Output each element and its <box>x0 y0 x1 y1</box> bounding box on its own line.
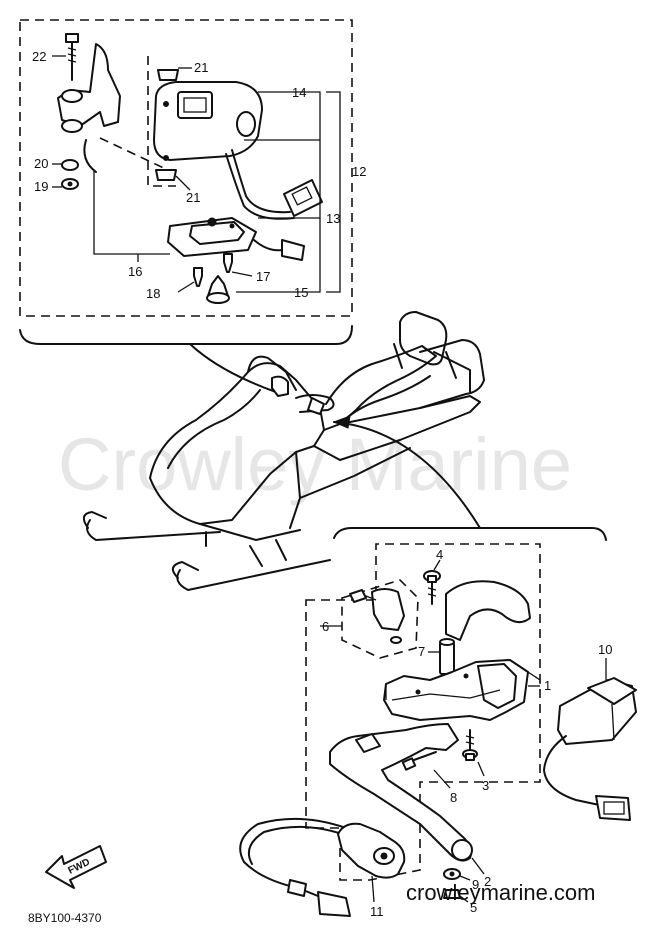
switch-base-top <box>189 221 245 245</box>
bottom-inset-frame <box>305 543 541 881</box>
bracket-line-12 <box>326 91 341 293</box>
screw-18 <box>193 267 203 287</box>
bolt-4 <box>423 570 441 605</box>
connector-upper <box>283 179 323 217</box>
tunnel <box>313 395 481 461</box>
callout-10: 10 <box>598 642 612 657</box>
top-inset-underline <box>19 325 353 345</box>
callout-5: 5 <box>470 900 477 915</box>
callout-22: 22 <box>32 49 46 64</box>
sensor-11 <box>337 822 406 879</box>
seat <box>325 345 437 425</box>
callout-4: 4 <box>436 547 443 562</box>
bracket-line-16a <box>93 170 170 255</box>
switch-10-connector <box>595 795 631 821</box>
screw-17 <box>223 253 233 273</box>
bracket-line-15 <box>236 218 321 293</box>
wire-lower <box>253 239 283 252</box>
ski-left-front <box>86 519 221 541</box>
callout-6: 6 <box>322 619 329 634</box>
ski-right <box>176 559 331 591</box>
top-inset: 22 20 19 21 21 14 12 13 15 16 17 18 <box>19 19 366 393</box>
screw-6 <box>349 589 367 603</box>
bottom-inset: 4 6 7 1 10 3 8 2 11 9 5 <box>239 527 637 919</box>
bracket-line-14 <box>244 91 321 141</box>
callout-15: 15 <box>294 285 308 300</box>
nut-5 <box>443 889 461 899</box>
callout-18: 18 <box>146 286 160 301</box>
switch-10-wire <box>543 735 605 807</box>
top-inset-frame <box>19 19 353 317</box>
callout-9: 9 <box>472 877 479 892</box>
callout-17: 17 <box>256 269 270 284</box>
callout-21-bottom: 21 <box>186 190 200 205</box>
top-inset-leader <box>189 343 277 393</box>
mounting-bracket <box>57 43 121 127</box>
sensor-11-connector <box>317 891 351 917</box>
callout-3: 3 <box>482 778 489 793</box>
throttle-cover <box>445 580 531 641</box>
backrest <box>399 311 448 366</box>
fwd-arrow: FWD <box>45 845 107 889</box>
diagram-code: 8BY100-4370 <box>28 911 102 925</box>
group-6-frame <box>341 579 419 659</box>
callout-12: 12 <box>352 164 366 179</box>
callout-2: 2 <box>484 874 491 889</box>
callout-20: 20 <box>34 156 48 171</box>
callout-19: 19 <box>34 179 48 194</box>
bracket-wire <box>83 139 97 173</box>
clamp-block <box>371 588 405 631</box>
grommet-21-bottom <box>155 169 177 181</box>
nut-20 <box>61 159 79 171</box>
pin-7 <box>439 641 455 675</box>
callout-16: 16 <box>128 264 142 279</box>
snowmobile-outline <box>82 311 485 591</box>
hood-line <box>167 389 261 469</box>
windshield <box>247 355 297 391</box>
grab-rail <box>419 339 485 409</box>
lever-knob <box>451 839 473 861</box>
grommet-21-top <box>157 69 179 81</box>
callout-21-top: 21 <box>194 60 208 75</box>
guide-line-b <box>99 137 169 171</box>
bottom-inset-overline <box>333 527 607 541</box>
handlebar-switch-marker <box>271 375 289 397</box>
bolt-3 <box>462 729 478 761</box>
callout-13: 13 <box>326 211 340 226</box>
fwd-arrow-icon <box>45 845 107 889</box>
ski-struts <box>249 539 287 567</box>
handlebar-leader <box>333 421 481 529</box>
callout-14: 14 <box>292 85 306 100</box>
sensor-11-cable <box>239 817 347 897</box>
wire-harness-a <box>231 149 291 214</box>
switch-button <box>177 91 213 119</box>
callout-7: 7 <box>418 644 425 659</box>
connector-lower <box>281 239 305 261</box>
website-text: crowleymarine.com <box>406 880 596 905</box>
throttle-lever-2 <box>329 723 473 862</box>
screw-8 <box>401 751 437 771</box>
bolt-22 <box>65 33 79 81</box>
callout-11: 11 <box>370 904 384 919</box>
callout-1: 1 <box>544 678 551 693</box>
callout-8: 8 <box>450 790 457 805</box>
watermark-text: Crowley Marine <box>58 423 572 506</box>
